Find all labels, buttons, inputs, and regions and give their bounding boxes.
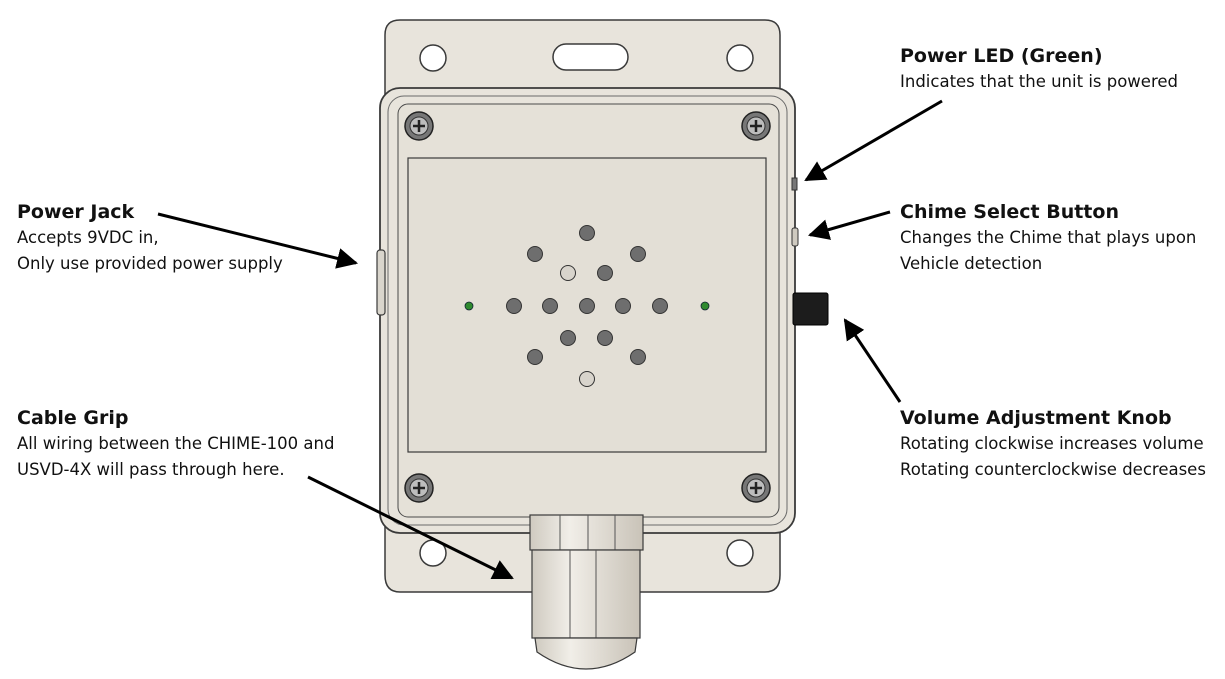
mounting-flange-top — [384, 19, 781, 95]
callout-text: Rotating counterclockwise decreases — [900, 460, 1206, 479]
callout-text: Accepts 9VDC in, — [17, 228, 159, 247]
speaker-hole — [597, 330, 613, 346]
speaker-hole — [597, 265, 613, 281]
speaker-hole — [579, 371, 595, 387]
chime-select-button — [791, 227, 799, 247]
callout-title: Power Jack — [17, 201, 135, 223]
callout-title: Cable Grip — [17, 407, 129, 429]
speaker-hole — [506, 298, 522, 314]
callout-text: Indicates that the unit is powered — [900, 72, 1179, 91]
mounting-hole-bottom-right — [726, 539, 754, 567]
screw-top-right — [741, 111, 771, 141]
callout-power-jack: Power Jack Accepts 9VDC in, Only use pro… — [17, 200, 283, 277]
screw-bottom-left — [404, 473, 434, 503]
speaker-hole — [527, 349, 543, 365]
speaker-hole — [560, 330, 576, 346]
screw-top-left — [404, 111, 434, 141]
speaker-hole — [652, 298, 668, 314]
screw-bottom-right — [741, 473, 771, 503]
speaker-hole — [560, 265, 576, 281]
power-jack — [376, 249, 386, 316]
callout-text: Rotating clockwise increases volume — [900, 434, 1204, 453]
led-indicator-left — [464, 301, 474, 311]
arrow-chime-select — [807, 210, 891, 240]
speaker-hole — [630, 246, 646, 262]
callout-title: Chime Select Button — [900, 201, 1119, 223]
mounting-hole-top-left — [419, 44, 447, 72]
arrow-cable-grip — [307, 475, 514, 580]
arrow-power-led — [804, 99, 943, 182]
arrow-volume-knob — [843, 318, 902, 403]
callout-text: Only use provided power supply — [17, 254, 283, 273]
callout-power-led: Power LED (Green) Indicates that the uni… — [900, 44, 1178, 95]
speaker-hole — [630, 349, 646, 365]
mounting-hole-top-right — [726, 44, 754, 72]
callout-text: Vehicle detection — [900, 254, 1043, 273]
arrow-power-jack — [157, 212, 359, 269]
callout-text: USVD-4X will pass through here. — [17, 460, 285, 479]
led-indicator-right — [700, 301, 710, 311]
callout-cable-grip: Cable Grip All wiring between the CHIME-… — [17, 406, 334, 483]
mounting-slot-top — [552, 43, 629, 71]
power-led-side — [791, 177, 798, 191]
callout-text: Changes the Chime that plays upon — [900, 228, 1197, 247]
callout-text: All wiring between the CHIME-100 and — [17, 434, 335, 453]
cable-grip — [529, 514, 644, 670]
callout-arrows — [157, 99, 943, 580]
speaker-hole — [615, 298, 631, 314]
screws — [404, 111, 771, 503]
speaker-grille — [506, 225, 668, 387]
speaker-hole — [527, 246, 543, 262]
callout-title: Power LED (Green) — [900, 45, 1103, 67]
speaker-hole — [542, 298, 558, 314]
volume-knob — [792, 292, 829, 326]
callout-title: Volume Adjustment Knob — [900, 407, 1172, 429]
callout-chime-select: Chime Select Button Changes the Chime th… — [900, 200, 1196, 277]
speaker-hole — [579, 225, 595, 241]
callout-volume-knob: Volume Adjustment Knob Rotating clockwis… — [900, 406, 1206, 483]
speaker-hole — [579, 298, 595, 314]
